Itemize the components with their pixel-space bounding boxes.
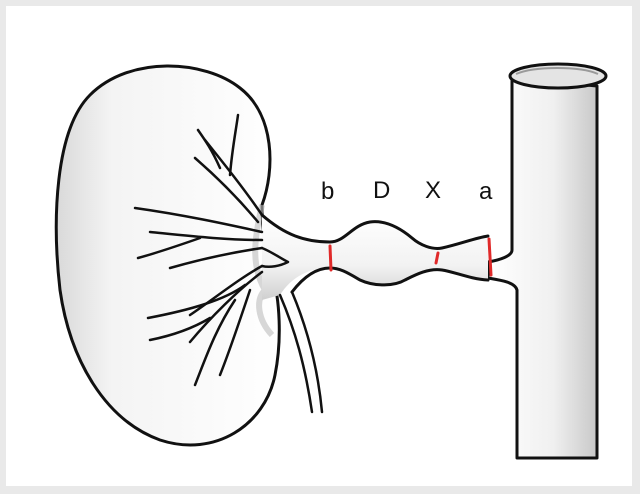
aorta — [488, 64, 606, 458]
stenosis-marker-b — [330, 246, 331, 270]
label-x: X — [425, 179, 441, 203]
label-b: b — [321, 180, 334, 204]
label-a: a — [479, 180, 492, 204]
stenosis-marker-a — [489, 239, 491, 275]
kidney — [56, 66, 279, 445]
label-d: D — [373, 179, 390, 203]
renal-artery — [262, 215, 488, 300]
stenosis-marker-x — [436, 253, 438, 263]
